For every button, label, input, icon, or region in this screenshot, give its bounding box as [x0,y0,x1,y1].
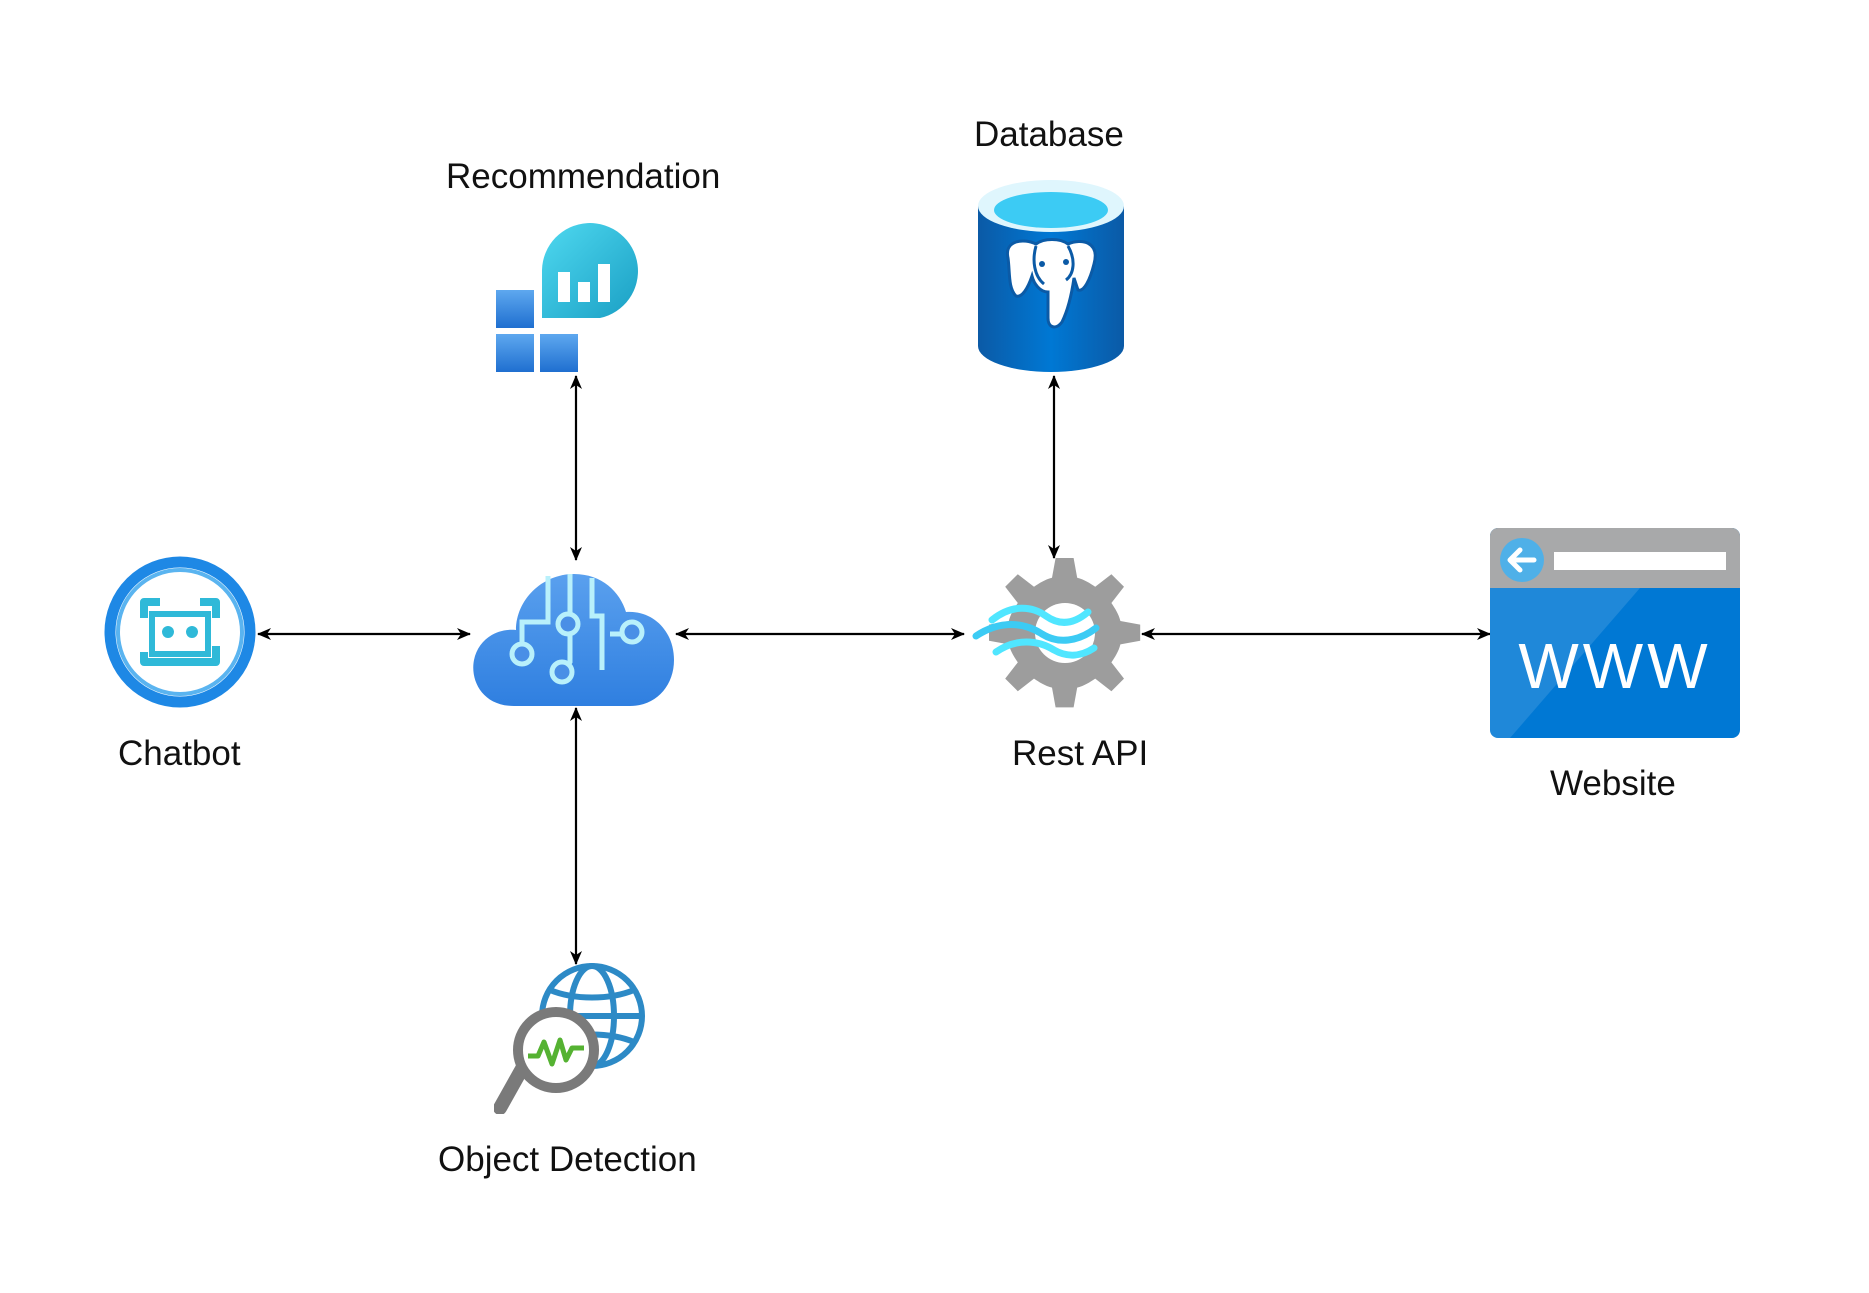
rest-api-label: Rest API [1012,734,1149,773]
recommendation-label: Recommendation [446,157,721,196]
api-gear-icon [962,558,1144,710]
object-detection-label: Object Detection [438,1140,697,1179]
cloud-ai-icon [470,560,676,708]
recommendation-icon [496,222,648,374]
bot-icon [104,556,256,708]
chatbot-label: Chatbot [118,734,241,773]
website-label: Website [1550,764,1676,803]
www-text: WWW [1518,630,1711,702]
website-www-icon: WWW [1490,528,1740,738]
globe-search-icon [494,962,646,1114]
postgresql-database-icon [978,180,1124,374]
database-label: Database [974,115,1124,154]
